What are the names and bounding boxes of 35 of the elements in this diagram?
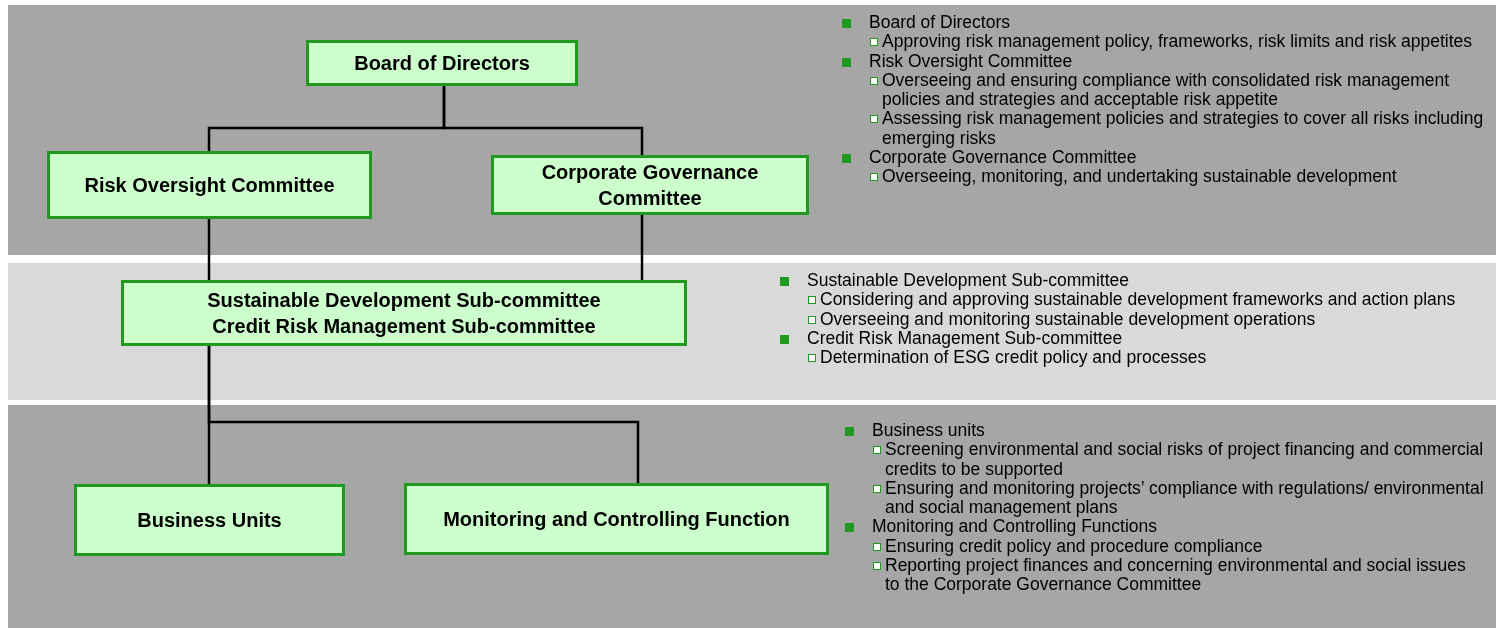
box-label: Risk Oversight Committee: [84, 173, 335, 198]
heading-text: Credit Risk Management Sub-committee: [807, 328, 1123, 348]
box-label: Credit Risk Management Sub-committee: [212, 314, 596, 339]
duty-text: Ensuring and monitoring projects’ compliance with regulations/ environmental and social management plans: [885, 478, 1485, 518]
box-label: Business Units: [137, 508, 282, 533]
heading-text: Risk Oversight Committee: [869, 51, 1073, 71]
connector-line: [640, 215, 644, 280]
committee-box: [74, 484, 345, 556]
connector-line: [442, 86, 644, 155]
duty-text: Considering and approving sustainable development frameworks and action plans: [820, 290, 1456, 310]
duty-text: Assessing risk management policies and strategies to cover all risks including emerging risks: [882, 109, 1485, 148]
committee-box: [47, 151, 372, 219]
heading-text: Board of Directors: [869, 13, 1011, 33]
duty-text: Ensuring credit policy and procedure compliance: [885, 536, 1263, 556]
box-label: Monitoring and Controlling Function: [443, 507, 790, 532]
committee-box: [404, 483, 829, 555]
heading-text: Monitoring and Controlling Functions: [872, 517, 1158, 537]
heading-text: Business units: [872, 421, 985, 441]
duty-text: Overseeing, monitoring, and undertaking sustainable development: [882, 167, 1397, 187]
duty-text: Reporting project finances and concerning environmental and social issues to the Corporate Governance Committee: [885, 555, 1467, 595]
duty-text: Overseeing and ensuring compliance with consolidated risk management policies and strategies and acceptable risk appetite: [882, 70, 1451, 110]
connector-line: [207, 219, 211, 280]
heading-text: Corporate Governance Committee: [869, 147, 1137, 167]
box-label: Corporate Governance Committee: [540, 160, 760, 211]
duty-text: Screening environmental and social risks of project financing and commercial credits to be supported: [885, 440, 1485, 479]
box-label: Sustainable Development Sub-committee: [207, 288, 601, 313]
heading-text: Sustainable Development Sub-committee: [807, 271, 1129, 291]
connector-line: [207, 346, 640, 483]
duty-text: Determination of ESG credit policy and processes: [820, 348, 1207, 368]
duty-text: Approving risk management policy, frameworks, risk limits and risk appetites: [882, 32, 1473, 52]
committee-box: [306, 40, 578, 86]
committee-box: [121, 280, 687, 346]
box-label: Board of Directors: [354, 51, 530, 76]
committee-box: [491, 155, 809, 215]
duty-text: Overseeing and monitoring sustainable development operations: [820, 309, 1316, 329]
